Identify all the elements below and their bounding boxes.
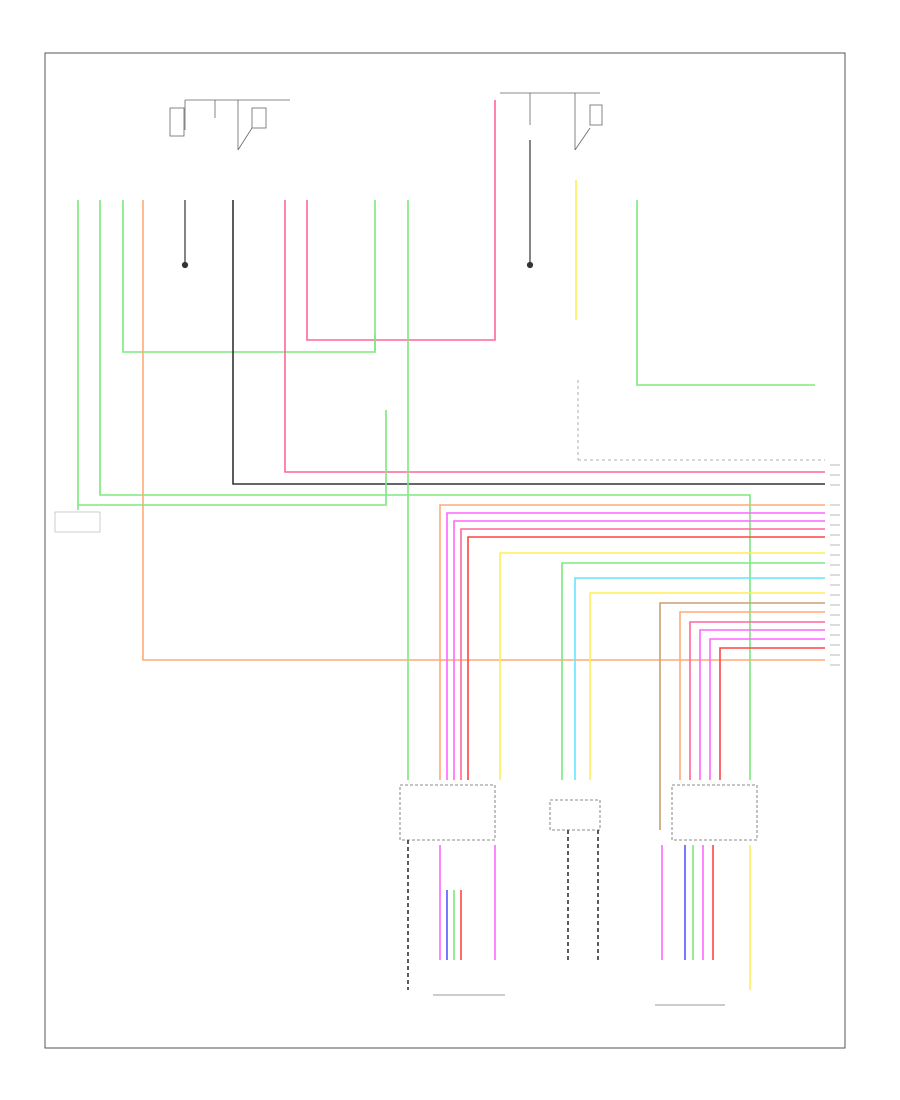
wire-bundle-14 [709,638,825,780]
bottom-module-right [671,784,758,841]
wire-pink-left [284,200,825,473]
dashed-links [577,380,825,461]
wire-green-2 [99,200,751,780]
lower-wires [407,830,751,990]
wire-bundle-2 [446,512,825,780]
wire-green-3 [122,200,376,353]
wire-bundle-4 [460,528,825,780]
left-connector-box [54,511,101,533]
bottom-module-left [399,784,496,841]
wire-orange-long [142,200,825,661]
wire-bundle-1 [439,504,825,780]
top-right-switch [500,92,603,151]
upper-vertical-wires [77,100,825,780]
harness-bundle [439,504,825,830]
bottom-module-center [549,799,601,831]
wire-pink-mid [306,100,496,341]
wire-bundle-6 [499,552,825,780]
ground-symbols [181,140,534,269]
wire-bundle-10 [659,602,825,830]
wire-bundle-13 [699,629,825,780]
wire-black-left [232,200,825,485]
wire-bundle-12 [689,621,825,780]
top-left-switch [169,99,290,151]
wire-bundle-9 [589,592,825,780]
diagram-border [44,52,846,1049]
wire-bundle-11 [679,611,825,780]
bottom-brackets [433,994,725,1006]
wire-green-far-right [636,200,815,386]
wire-bundle-7 [561,562,825,780]
wire-bundle-5 [467,536,825,780]
wire-bundle-8 [574,577,825,780]
wire-green-stub2 [78,410,387,506]
wire-bundle-15 [719,647,825,780]
right-connector-pins [830,464,840,666]
wire-bundle-3 [453,520,825,780]
